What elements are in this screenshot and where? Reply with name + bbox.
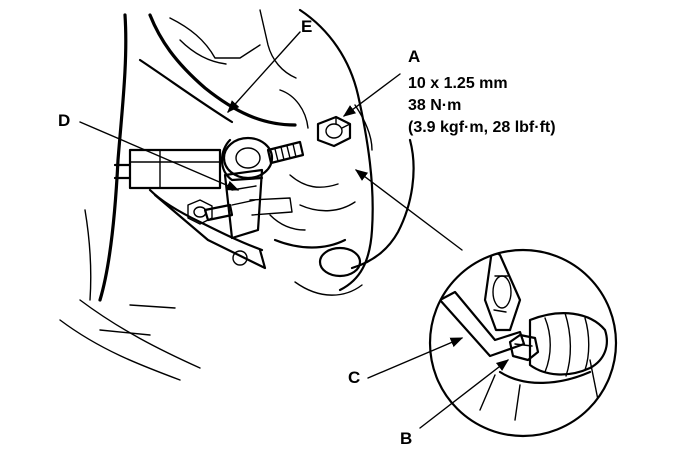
- spec-torque-nm: 38 N·m: [408, 97, 461, 114]
- flange-nut: [316, 115, 352, 148]
- callout-C: C: [348, 368, 360, 387]
- callout-labels: E D A C B: [58, 17, 420, 448]
- callout-E: E: [301, 17, 312, 36]
- callout-D: D: [58, 111, 70, 130]
- leader-C: [367, 337, 464, 379]
- leader-D: [79, 121, 240, 191]
- leader-E: [227, 31, 301, 113]
- bolt-shaft: [266, 140, 305, 165]
- spec-A: 10 x 1.25 mm 38 N·m (3.9 kgf·m, 28 lbf·f…: [408, 75, 556, 136]
- callout-B: B: [400, 429, 412, 448]
- suspension-assembly-drawing: [59, 8, 415, 381]
- spec-thread-size: 10 x 1.25 mm: [408, 75, 508, 92]
- inset-reference-arrow: [354, 169, 463, 251]
- callout-A: A: [408, 47, 420, 66]
- leader-lines: [79, 31, 509, 429]
- spec-torque-imperial: (3.9 kgf·m, 28 lbf·ft): [408, 119, 556, 136]
- inset-circle: [428, 248, 618, 438]
- leader-B: [419, 359, 509, 429]
- detail-inset: [428, 248, 618, 438]
- leader-A: [342, 73, 401, 117]
